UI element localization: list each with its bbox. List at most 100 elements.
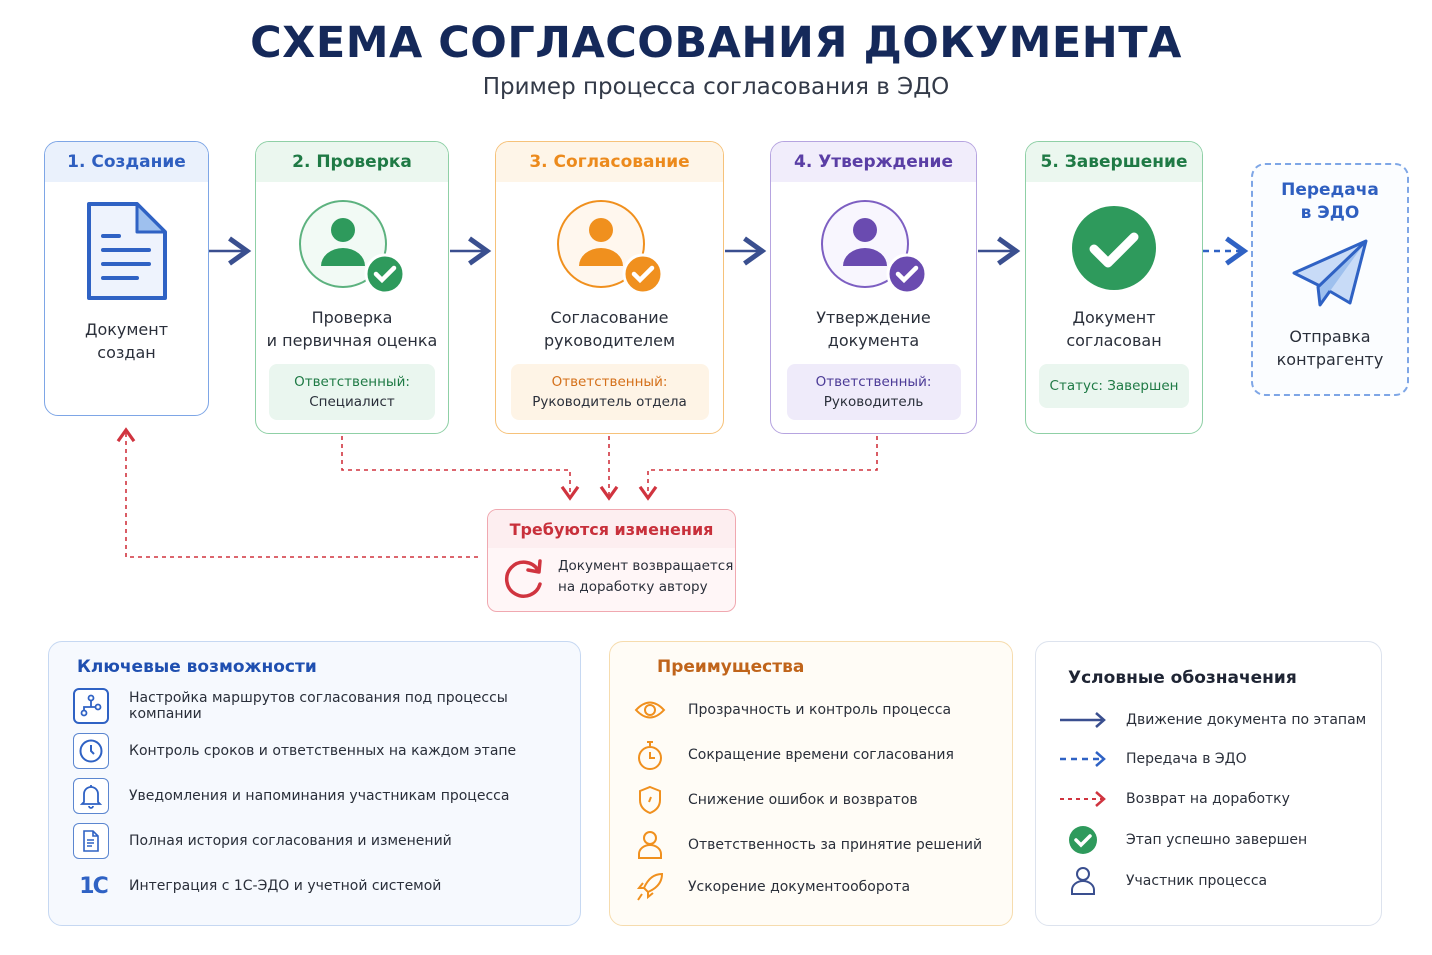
legend-item: Движение документа по этапам [1058, 702, 1366, 738]
check-circle-icon [1058, 822, 1108, 858]
features-title: Ключевые возможности [77, 657, 317, 677]
legend-text: Возврат на доработку [1126, 791, 1290, 807]
changes-required-box: Требуются изменения Документ возвращаетс… [487, 509, 736, 612]
user-icon [632, 827, 668, 863]
feature-item: Уведомления и напоминания участникам про… [73, 778, 509, 814]
changes-text: на доработку автору [558, 579, 708, 595]
stage-title: 2. Проверка [256, 142, 448, 182]
responsible-box: Ответственный: Руководитель [786, 364, 961, 420]
clock-icon [73, 733, 109, 769]
return-arrows [116, 427, 878, 558]
advantage-item: Прозрачность и контроль процесса [632, 692, 951, 728]
stage-title: 3. Согласование [496, 142, 723, 182]
legend-text: Движение документа по этапам [1126, 712, 1367, 728]
advantage-text: Сокращение времени согласования [688, 747, 954, 763]
stage-text: Документ [84, 320, 169, 339]
stage-text: согласован [1066, 331, 1162, 350]
stage-text: Утверждение [816, 308, 931, 327]
legend-text: Этап успешно завершен [1126, 832, 1308, 848]
advantage-item: Снижение ошибок и возвратов [632, 782, 918, 818]
legend-item: Передача в ЭДО [1058, 741, 1247, 777]
edo-title: в ЭДО [1300, 203, 1360, 223]
solid-arrow-icon [1058, 702, 1108, 738]
responsible-value: Руководитель отдела [532, 394, 687, 410]
stage-text: руководителем [543, 331, 676, 350]
feature-text: Настройка маршрутов согласования под про… [129, 690, 508, 722]
advantage-item: Ответственность за принятие решений [632, 827, 982, 863]
responsible-value: Руководитель [823, 394, 924, 410]
responsible-value: Специалист [309, 394, 395, 410]
stage-title: 1. Создание [45, 142, 208, 182]
edo-title: Передача [1281, 180, 1379, 200]
stage-title: 4. Утверждение [771, 142, 976, 182]
feature-text: Интеграция с 1С-ЭДО и учетной системой [129, 878, 442, 894]
edo-text: Отправка [1289, 327, 1371, 346]
legend-text: Участник процесса [1126, 873, 1268, 889]
document-icon [86, 202, 167, 300]
stage-text: Проверка [311, 308, 393, 327]
legend-title: Условные обозначения [1068, 668, 1297, 688]
page-title: СХЕМА СОГЛАСОВАНИЯ ДОКУМЕНТА [250, 18, 1182, 68]
user-check-icon [820, 200, 927, 295]
legend-item: Участник процесса [1058, 863, 1267, 899]
feature-text: Контроль сроков и ответственных на каждо… [129, 743, 517, 759]
route-icon [73, 688, 109, 724]
user-check-icon [556, 200, 663, 295]
stage-card-completion: 5. Завершение Документ согласован Статус:… [1025, 141, 1203, 434]
responsible-label: Ответственный: [551, 374, 668, 390]
dashed-red-arrow-icon [1058, 781, 1108, 817]
stage-title: 5. Завершение [1026, 142, 1202, 182]
advantage-item: Ускорение документооборота [632, 869, 910, 905]
feature-item: 1С Интеграция с 1С-ЭДО и учетной системо… [73, 868, 441, 904]
feature-item: Контроль сроков и ответственных на каждо… [73, 733, 516, 769]
edo-text: контрагенту [1276, 350, 1384, 369]
dashed-blue-arrow-icon [1058, 741, 1108, 777]
advantage-text: Прозрачность и контроль процесса [688, 702, 952, 718]
rocket-icon [632, 869, 668, 905]
eye-icon [632, 692, 668, 728]
legend-item: Возврат на доработку [1058, 781, 1290, 817]
feature-item: Полная история согласования и изменений [73, 823, 452, 859]
shield-icon [632, 782, 668, 818]
feature-text: Уведомления и напоминания участникам про… [129, 788, 510, 804]
legend-panel: Условные обозначения Движение документа … [1035, 641, 1382, 926]
check-circle-icon [1072, 206, 1156, 290]
page-subtitle: Пример процесса согласования в ЭДО [482, 74, 950, 100]
responsible-label: Ответственный: [815, 374, 932, 390]
legend-text: Передача в ЭДО [1126, 751, 1247, 767]
bell-icon [73, 778, 109, 814]
user-check-icon [299, 200, 406, 295]
refresh-icon [504, 559, 542, 598]
stage-text: и первичная оценка [266, 331, 438, 350]
advantage-item: Сокращение времени согласования [632, 737, 954, 773]
status-badge: Статус: Завершен [1039, 364, 1189, 408]
paper-plane-icon [1292, 239, 1368, 307]
advantages-panel: Преимущества Прозрачность и контроль про… [609, 641, 1013, 926]
legend-item: Этап успешно завершен [1058, 822, 1307, 858]
responsible-label: Ответственный: [294, 374, 410, 390]
stage-card-creation: 1. Создание Документ создан [44, 141, 209, 416]
history-document-icon [73, 823, 109, 859]
advantage-text: Ускорение документооборота [688, 879, 911, 895]
stage-text: документа [827, 331, 920, 350]
stopwatch-icon [632, 737, 668, 773]
advantage-text: Ответственность за принятие решений [688, 837, 983, 853]
stage-text: Документ [1072, 308, 1156, 327]
edo-transfer-box: Передача в ЭДО Отправка контрагенту [1251, 163, 1409, 396]
feature-item: Настройка маршрутов согласования под про… [73, 688, 580, 724]
responsible-box: Ответственный: Руководитель отдела [510, 364, 709, 420]
responsible-box: Ответственный: Специалист [269, 364, 435, 420]
changes-title: Требуются изменения [488, 510, 735, 548]
1c-logo-icon: 1С [79, 873, 108, 899]
user-icon [1058, 863, 1108, 899]
stage-card-confirmation: 4. Утверждение Утверждение документа Отве… [770, 141, 977, 434]
advantages-title: Преимущества [657, 657, 805, 677]
stage-text: Согласование [550, 308, 669, 327]
features-panel: Ключевые возможности Настройка маршрутов… [48, 641, 581, 926]
stage-card-approval: 3. Согласование Согласование руководителе… [495, 141, 724, 434]
changes-text: Документ возвращается [558, 558, 734, 574]
stage-card-review: 2. Проверка Проверка и первичная оценка О… [255, 141, 449, 434]
advantage-text: Снижение ошибок и возвратов [688, 792, 918, 808]
stage-text: создан [97, 343, 156, 362]
